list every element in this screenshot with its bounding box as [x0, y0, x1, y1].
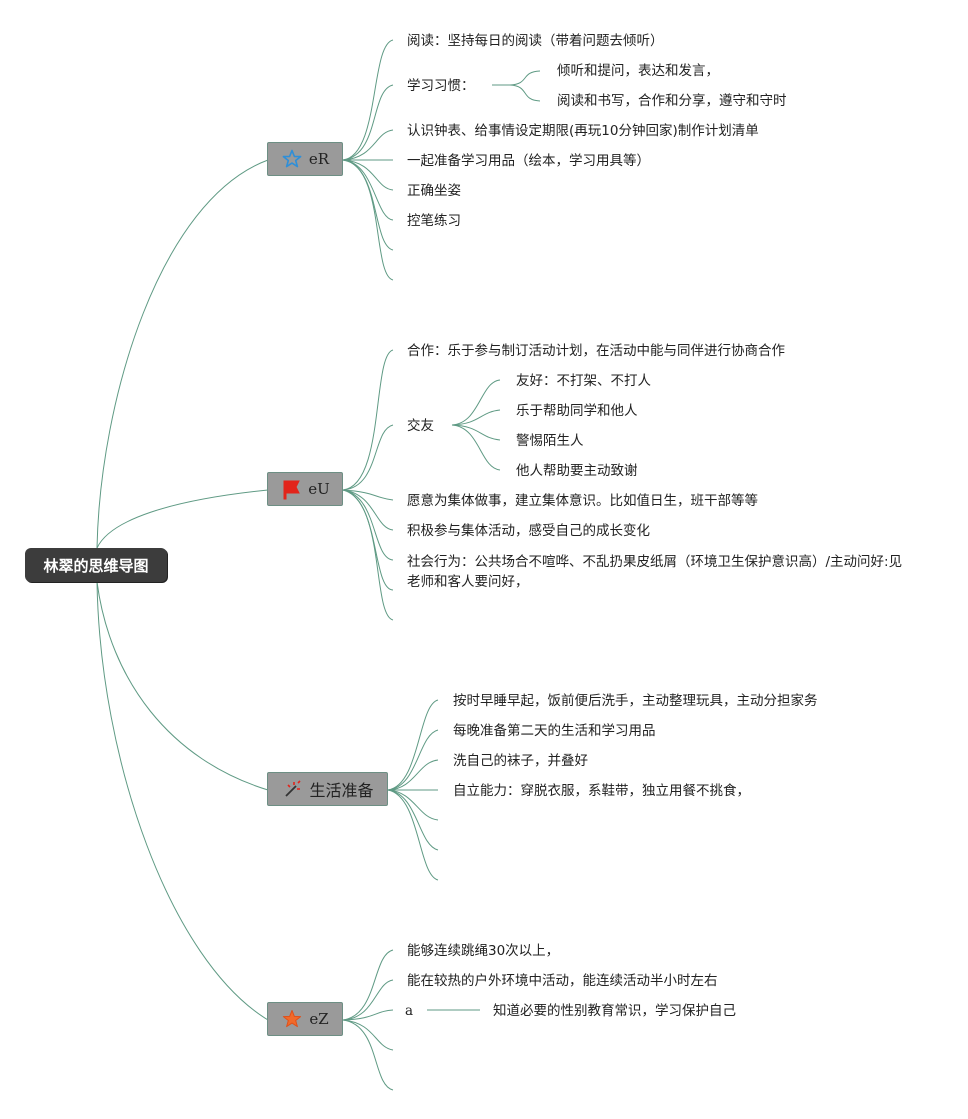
- sub-list-item: 警惕陌生人: [516, 433, 584, 449]
- branch-node-life-prep[interactable]: 生活准备: [267, 772, 388, 806]
- list-item: 控笔练习: [407, 213, 461, 229]
- list-item: 愿意为集体做事，建立集体意识。比如值日生，班干部等等: [407, 493, 758, 509]
- branch-label: eZ: [309, 1010, 329, 1028]
- branch-label: eR: [308, 150, 330, 168]
- sparkle-wand-icon: [281, 778, 303, 800]
- connector-b1-3: [342, 129, 394, 161]
- connector-b2-6: [342, 489, 394, 591]
- connector-b1-1: [342, 39, 394, 161]
- connector-b2-3: [342, 489, 394, 501]
- list-item: a: [405, 1003, 414, 1019]
- connector-b1-sub-2: [492, 84, 541, 102]
- list-item: 能在较热的户外环境中活动，能连续活动半小时左右: [407, 973, 718, 989]
- connector-root-b2: [96, 489, 269, 549]
- branch-node-er[interactable]: eR: [267, 142, 343, 176]
- connector-b2-sub-3: [451, 424, 501, 441]
- branch-label: eU: [308, 480, 330, 498]
- connector-b1-sub-1: [492, 70, 541, 86]
- connector-b4-4: [342, 1019, 394, 1051]
- connector-b4-3: [342, 1009, 394, 1021]
- sub-list-item: 阅读和书写，合作和分享，遵守和守时: [557, 93, 787, 109]
- root-title: 林翠的思维导图: [43, 556, 149, 575]
- connector-b2-5: [342, 489, 394, 561]
- list-item: 积极参与集体活动，感受自己的成长变化: [407, 523, 650, 539]
- list-item: 社会行为：公共场合不喧哗、不乱扔果皮纸屑（环境卫生保护意识高）/主动问好:见老师…: [407, 554, 903, 590]
- connector-b2-7: [342, 489, 394, 621]
- list-item: 每晚准备第二天的生活和学习用品: [453, 723, 656, 739]
- star-outline-icon: [281, 148, 303, 170]
- connector-b4-2: [342, 979, 394, 1021]
- list-item: 阅读：坚持每日的阅读（带着问题去倾听）: [407, 33, 664, 49]
- connector-b1-5: [342, 159, 394, 191]
- connector-b3-7: [387, 789, 439, 881]
- list-item: 按时早睡早起，饭前便后洗手，主动整理玩具，主动分担家务: [453, 693, 818, 709]
- sub-list-item: 知道必要的性别教育常识，学习保护自己: [493, 1003, 736, 1019]
- list-item: 能够连续跳绳30次以上，: [407, 943, 560, 959]
- connector-b3-6: [387, 789, 439, 851]
- branch-node-eu[interactable]: eU: [267, 472, 343, 506]
- connector-root-b3: [96, 581, 269, 791]
- sub-list-item: 友好：不打架、不打人: [516, 373, 651, 389]
- connector-b1-8: [342, 159, 394, 281]
- connector-b3-1: [387, 699, 439, 791]
- list-item: 一起准备学习用品（绘本，学习用具等）: [407, 153, 650, 169]
- connector-b2-4: [342, 489, 394, 531]
- list-item: 交友: [407, 418, 434, 434]
- branch-label: 生活准备: [309, 781, 374, 800]
- list-item: 正确坐姿: [407, 183, 461, 199]
- connector-b2-sub-2: [451, 409, 501, 426]
- connector-b1-2: [342, 84, 394, 161]
- list-item: 认识钟表、给事情设定期限(再玩10分钟回家)制作计划清单: [407, 123, 759, 139]
- connector-root-b4: [96, 581, 269, 1021]
- branch-node-ez[interactable]: eZ: [267, 1002, 343, 1036]
- connector-b2-1: [342, 349, 394, 491]
- connector-b2-sub-1: [451, 379, 501, 426]
- list-item: 合作：乐于参与制订活动计划，在活动中能与同伴进行协商合作: [407, 343, 785, 359]
- sub-list-item: 乐于帮助同学和他人: [516, 403, 638, 419]
- connector-b1-6: [342, 159, 394, 221]
- connector-b3-5: [387, 789, 439, 821]
- connector-b1-7: [342, 159, 394, 251]
- list-item: 学习习惯：: [407, 78, 475, 94]
- list-item: 自立能力：穿脱衣服，系鞋带，独立用餐不挑食，: [453, 783, 750, 799]
- orange-star-icon: [281, 1008, 303, 1030]
- sub-list-item: 倾听和提问，表达和发言，: [557, 63, 719, 79]
- connector-b4-5: [342, 1019, 394, 1091]
- red-flag-icon: [280, 478, 302, 500]
- list-item: 洗自己的袜子，并叠好: [453, 753, 588, 769]
- sub-list-item: 他人帮助要主动致谢: [516, 463, 638, 479]
- connector-root-b1: [96, 159, 269, 549]
- connector-b3-3: [387, 759, 439, 791]
- connector-b4-1: [342, 949, 394, 1021]
- connector-b2-sub-4: [451, 424, 501, 471]
- root-node[interactable]: 林翠的思维导图: [25, 548, 167, 582]
- connector-b2-2: [342, 424, 394, 491]
- connector-b3-2: [387, 729, 439, 791]
